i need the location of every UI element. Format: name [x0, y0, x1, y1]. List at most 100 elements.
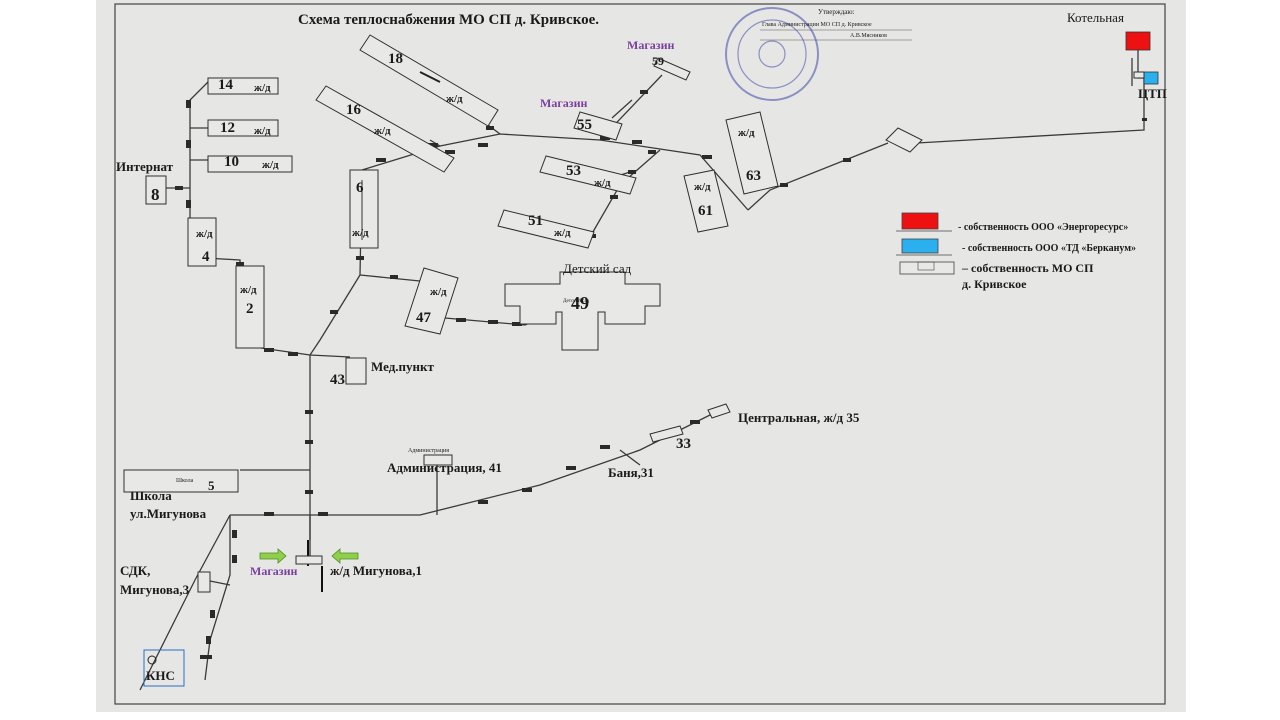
stamp-line1: Утверждаю: [818, 8, 855, 16]
valves [175, 90, 1147, 659]
label-jd-6: ж/д [352, 227, 369, 239]
label-building-18: 18 [388, 51, 403, 67]
kotelnaya-boiler[interactable] [1125, 31, 1151, 51]
building-2[interactable] [235, 265, 265, 349]
label-magazin-55: Магазин [540, 96, 588, 110]
label-shkola-street: ул.Мигунова [130, 506, 207, 521]
label-jd-61: ж/д [694, 181, 711, 193]
valve [305, 440, 313, 444]
building-35[interactable] [707, 403, 731, 419]
label-jd-63: ж/д [738, 127, 755, 139]
valve [186, 200, 191, 208]
arrow-right-icon [259, 548, 287, 564]
scheme-border [114, 3, 1166, 705]
building-4[interactable] [187, 217, 217, 267]
building-magazin-migunova[interactable] [295, 555, 323, 565]
label-building-61: 61 [698, 203, 713, 219]
valve [186, 140, 191, 148]
legend-swatch-white-inner [917, 261, 935, 271]
label-shkola: Школа [130, 488, 172, 503]
building-49-kindergarten[interactable] [504, 271, 661, 351]
label-detsad-small: Детский сад [563, 299, 590, 304]
valve [456, 318, 466, 322]
legend-white-text-1: – собственность МО СП [961, 261, 1094, 275]
valve [210, 610, 215, 618]
label-jd-migunova1: ж/д Мигунова,1 [330, 563, 422, 578]
label-jd-14: ж/д [254, 82, 271, 94]
pipe-sw-diagonal [139, 514, 231, 691]
building-18[interactable] [359, 34, 499, 127]
building-16[interactable] [315, 85, 455, 173]
valve [610, 195, 618, 199]
label-jd-4: ж/д [196, 228, 213, 240]
label-magazin-migunova: Магазин [250, 564, 298, 578]
valve [478, 143, 488, 147]
label-building-33: 33 [676, 436, 691, 452]
building-8[interactable] [145, 175, 167, 205]
pipe-to-43 [309, 354, 351, 358]
building-6[interactable] [349, 169, 379, 249]
valve [566, 466, 576, 470]
arrow-left-icon [331, 548, 359, 564]
valve [522, 488, 532, 492]
building-59[interactable] [653, 57, 691, 81]
labels: Котельная ЦТП Магазин 59 Магазин 55 18 ж… [116, 10, 1167, 683]
label-internat: Интернат [116, 159, 174, 174]
label-building-16: 16 [346, 102, 362, 118]
label-admin41: Администрация, 41 [387, 460, 502, 475]
valve [632, 140, 642, 144]
building-55[interactable] [573, 111, 623, 141]
valve [390, 275, 398, 279]
label-building-4: 4 [202, 249, 210, 265]
label-sdk-2: Мигунова,3 [120, 582, 190, 597]
building-53[interactable] [539, 155, 637, 195]
valve [206, 636, 211, 644]
seal-inner-ring [737, 19, 807, 89]
label-jd-12: ж/д [254, 125, 271, 137]
label-building-5: 5 [208, 478, 215, 493]
valve [305, 490, 313, 494]
valve [288, 352, 298, 356]
building-51[interactable] [497, 209, 595, 249]
building-10[interactable] [207, 155, 293, 173]
ctp-annex [1133, 71, 1145, 79]
pipe-to-banya [619, 449, 641, 466]
label-magazin-59: Магазин [627, 38, 675, 52]
pipe-kotelnaya-main [916, 50, 1145, 144]
label-centralnaya: Центральная, ж/д 35 [738, 410, 860, 425]
label-detsad: Детский сад [563, 261, 632, 276]
building-61[interactable] [683, 169, 729, 233]
building-63[interactable] [725, 111, 779, 195]
pipe-to-kns [204, 515, 231, 681]
building-12[interactable] [207, 119, 279, 137]
kns-frame[interactable] [143, 649, 185, 687]
building-33[interactable] [649, 425, 684, 443]
label-banya: Баня,31 [608, 465, 654, 480]
valve [428, 143, 438, 147]
legend-blue-text: - собственность ООО «ТД «Берканум» [962, 243, 1136, 254]
label-jd-18: ж/д [446, 93, 463, 105]
label-jd-10: ж/д [262, 159, 279, 171]
valve [512, 322, 522, 326]
building-47[interactable] [404, 267, 459, 335]
valve [445, 150, 455, 154]
building-sdk[interactable] [197, 571, 211, 593]
ctp-station[interactable] [1143, 71, 1159, 85]
building-43[interactable] [345, 357, 367, 385]
building-administration[interactable] [423, 454, 453, 466]
valve [232, 530, 237, 538]
pipe-to-migunova1 [309, 515, 322, 561]
label-jd-53: ж/д [594, 177, 611, 189]
label-building-51: 51 [528, 213, 543, 229]
valve [330, 310, 338, 314]
valve [628, 170, 636, 174]
label-jd-51: ж/д [554, 227, 571, 239]
scheme-sheet [96, 0, 1186, 712]
valve [600, 136, 610, 140]
building-14[interactable] [207, 77, 279, 95]
valve [600, 445, 610, 449]
label-medpunkt: Мед.пункт [371, 359, 434, 374]
building-5-school[interactable] [123, 469, 239, 493]
seal-outer-ring [725, 7, 819, 101]
